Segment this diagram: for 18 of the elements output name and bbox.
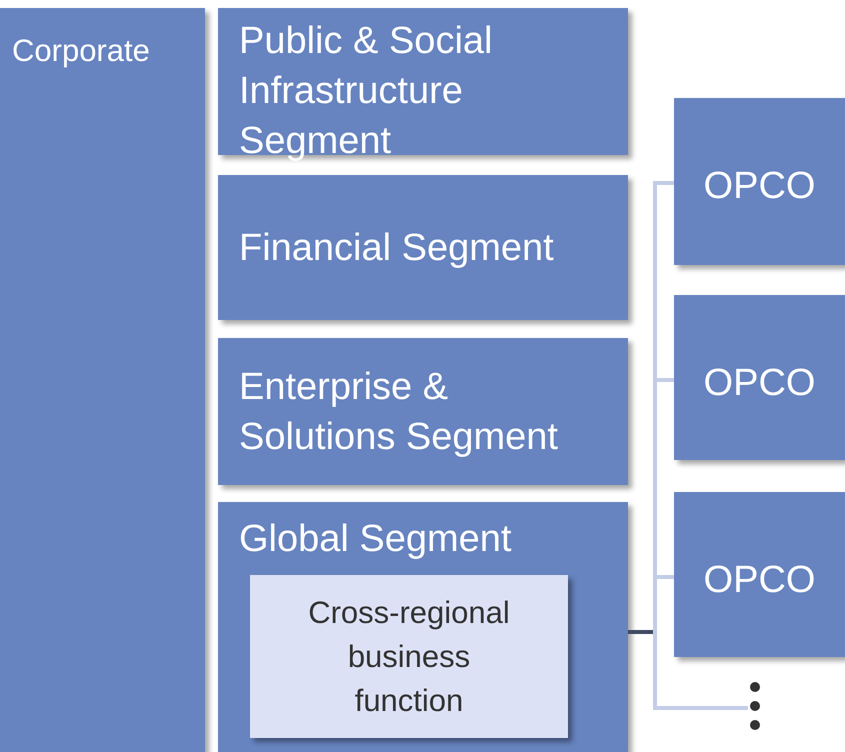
segment-box — [218, 502, 628, 752]
vertical-ellipsis-icon — [748, 680, 762, 732]
corporate-column — [0, 8, 205, 752]
box-label: Financial Segment — [239, 226, 555, 270]
box-label: Enterprise & Solutions Segment — [239, 364, 559, 460]
box-label: OPCO — [702, 558, 816, 603]
opco-box — [674, 492, 845, 657]
box-label: Public & Social Infrastructure Segment — [239, 19, 494, 164]
box-label: Global Segment — [239, 517, 512, 562]
segment-box — [218, 338, 628, 485]
opco-box — [674, 295, 845, 460]
box-label: Corporate — [12, 32, 151, 70]
box-label: OPCO — [702, 361, 816, 406]
box-label: Cross-regional business function — [307, 594, 511, 720]
function-box — [250, 575, 568, 738]
box-label: OPCO — [702, 164, 816, 209]
opco-box — [674, 98, 845, 265]
segment-box — [218, 175, 628, 320]
